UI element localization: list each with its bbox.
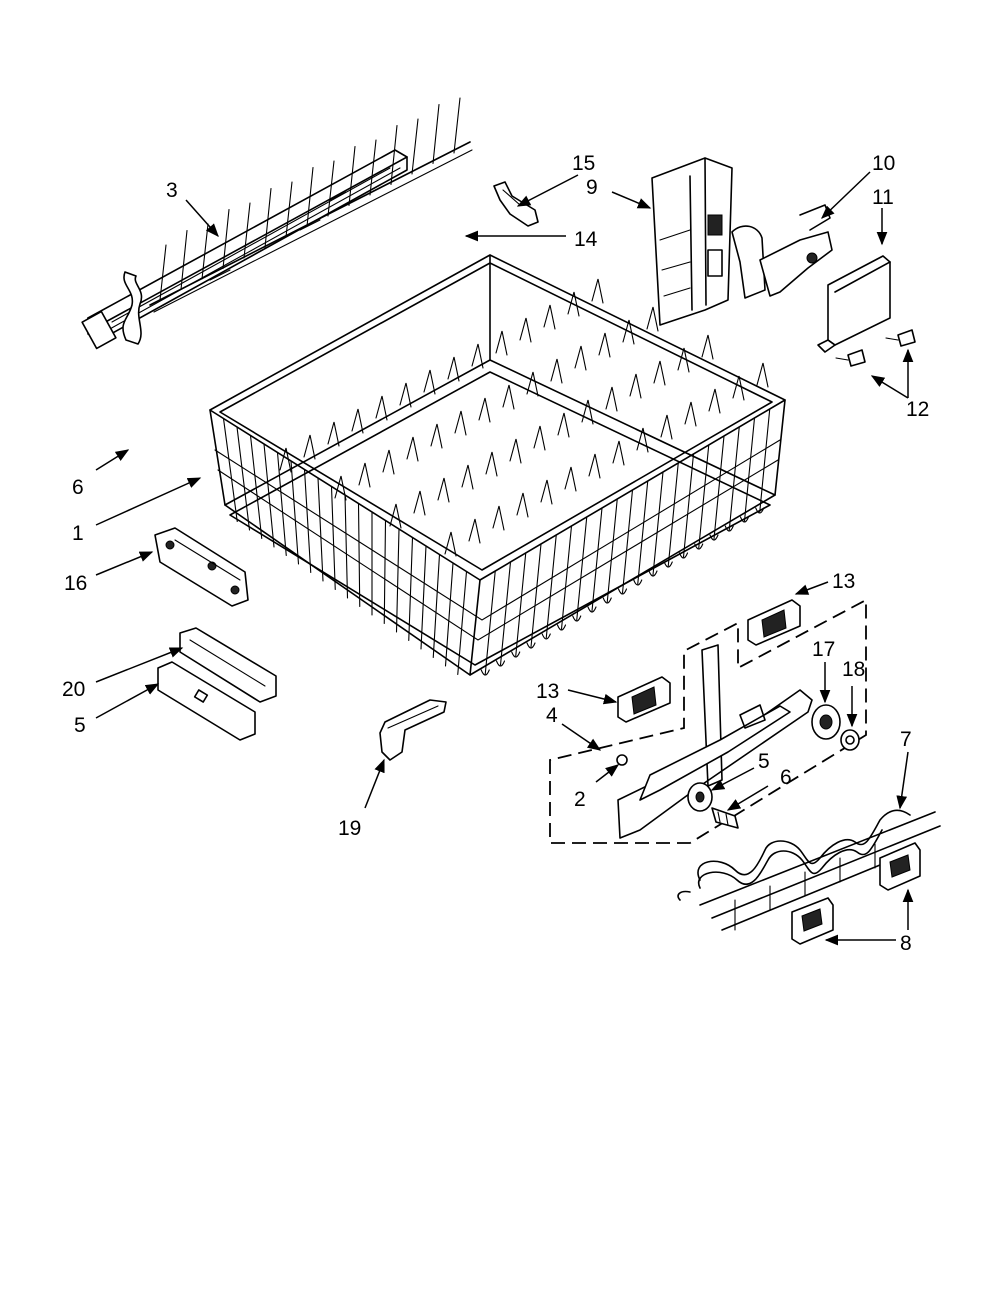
part-11-plate — [817, 255, 891, 353]
part-10-lever — [731, 204, 833, 299]
callout-10: 10 — [872, 152, 895, 175]
part-19-bracket — [379, 699, 447, 761]
callout-6-left: 6 — [72, 476, 84, 499]
leader-lines — [95, 171, 914, 946]
callout-8: 8 — [900, 932, 912, 955]
callout-3: 3 — [166, 179, 178, 202]
part-6-axle-right — [711, 807, 739, 829]
part-15-clip — [493, 181, 539, 227]
part-5-wheel-right — [687, 782, 713, 812]
callout-5-right: 5 — [758, 750, 770, 773]
callout-5-left: 5 — [74, 714, 86, 737]
callout-labels: 3 15 14 9 10 11 12 6 1 16 13 17 18 20 13… — [62, 152, 929, 955]
callout-18: 18 — [842, 658, 865, 681]
part-1-upper-rack — [209, 254, 786, 676]
callout-4: 4 — [546, 704, 558, 727]
callout-1: 1 — [72, 522, 84, 545]
callout-12: 12 — [906, 398, 929, 421]
callout-9: 9 — [586, 176, 598, 199]
callout-2: 2 — [574, 788, 586, 811]
part-8-clips — [791, 842, 921, 945]
callout-7: 7 — [900, 728, 912, 751]
callout-11: 11 — [872, 186, 894, 209]
callout-16: 16 — [64, 572, 87, 595]
part-18-bushing — [840, 729, 860, 751]
callout-6-right: 6 — [780, 766, 792, 789]
part-7-wire-guide — [677, 809, 941, 931]
callout-19: 19 — [338, 817, 361, 840]
part-12-screws — [835, 329, 916, 367]
callout-15: 15 — [572, 152, 595, 175]
callout-13-upper: 13 — [832, 570, 855, 593]
callout-17: 17 — [812, 638, 835, 661]
callout-13-lower: 13 — [536, 680, 559, 703]
part-6-clip-left — [122, 271, 143, 345]
part-17-wheel — [811, 704, 841, 740]
part-16-stop-bracket — [154, 527, 249, 607]
part-13-bracket-upper — [747, 599, 801, 646]
part-13-bracket-lower — [617, 676, 671, 723]
part-9-adjuster — [651, 157, 733, 326]
part-2-screw — [616, 754, 628, 766]
callout-20: 20 — [62, 678, 85, 701]
callout-14: 14 — [574, 228, 598, 251]
part-14-tine-row — [149, 97, 473, 313]
